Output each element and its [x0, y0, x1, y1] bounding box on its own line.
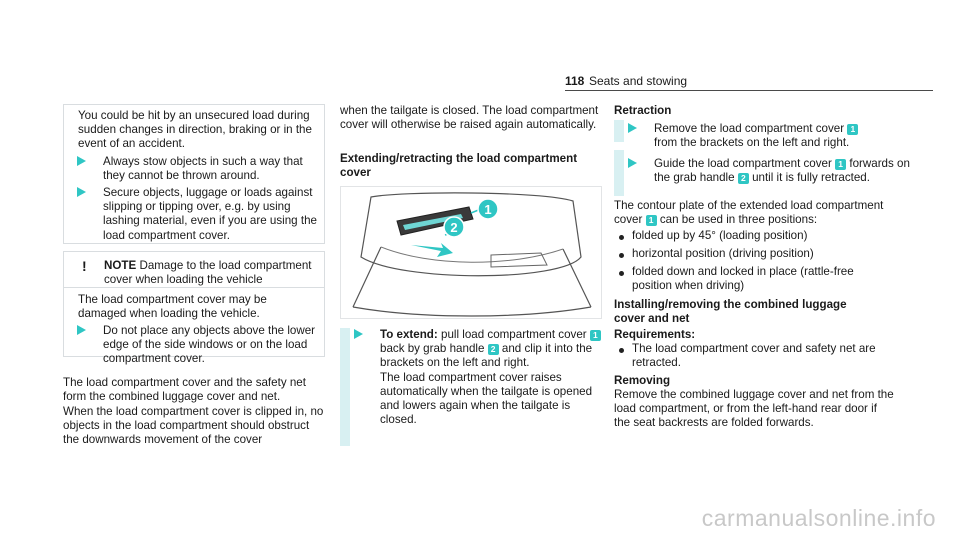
arrow-right-icon: [354, 329, 363, 339]
section-title: Seats and stowing: [589, 74, 688, 88]
requirements-heading: Requirements:: [614, 328, 696, 341]
retraction-step-2: Guide the load compartment cover 1 forwa…: [628, 157, 914, 185]
arrow-right-icon: [77, 156, 86, 166]
arrow-right-icon: [628, 158, 637, 168]
page-header: 118 Seats and stowing: [565, 72, 933, 91]
arrow-right-icon: [77, 325, 86, 335]
svg-text:2: 2: [450, 220, 457, 235]
illustration-svg: 1 2: [341, 187, 601, 318]
callout-2-badge: 2: [737, 173, 749, 185]
bullet-dot: [619, 271, 624, 276]
note-header: ! NOTE Damage to the load compartment co…: [64, 252, 324, 288]
clip-in-paragraph: When the load compartment cover is clipp…: [63, 405, 324, 447]
step-bar: [340, 328, 350, 446]
install-remove-heading: Installing/removing the combined luggage…: [614, 298, 847, 326]
callout-1-badge: 1: [645, 215, 657, 227]
step-bar: [614, 150, 624, 196]
retraction-step-1: Remove the load compartment cover 1 from…: [628, 122, 914, 150]
removing-heading: Removing: [614, 374, 671, 387]
callout-2: [443, 216, 465, 238]
position-item: horizontal position (driving position): [632, 247, 814, 260]
arrow-right-icon: [628, 123, 637, 133]
exclamation-icon: !: [82, 258, 87, 274]
position-item: folded down and locked in place (rattle-…: [632, 265, 854, 293]
load-compartment-illustration: 1 2: [340, 186, 602, 319]
requirement-item: The load compartment cover and safety ne…: [632, 342, 876, 370]
combined-cover-paragraph: The load compartment cover and the safet…: [63, 376, 306, 404]
extend-step-text: To extend: pull load compartment cover 1…: [354, 328, 602, 427]
bullet-dot: [619, 253, 624, 258]
warning-bullet: Secure objects, luggage or loads against…: [77, 186, 317, 243]
bullet-dot: [619, 348, 624, 353]
arrow-right-icon: [77, 187, 86, 197]
callout-1: [477, 198, 499, 220]
note-title: NOTE Damage to the load compartment cove…: [104, 259, 312, 287]
svg-text:1: 1: [484, 202, 491, 217]
retraction-heading: Retraction: [614, 104, 672, 117]
note-body: The load compartment cover may be damage…: [78, 293, 267, 321]
removing-paragraph: Remove the combined luggage cover and ne…: [614, 388, 894, 430]
page-number: 118: [565, 74, 585, 88]
callout-1-badge: 1: [847, 124, 859, 135]
warning-bullet: Always stow objects in such a way that t…: [77, 155, 317, 183]
callout-2-badge: 2: [487, 344, 499, 356]
callout-1-badge: 1: [589, 330, 601, 341]
tailgate-paragraph: when the tailgate is closed. The load co…: [340, 104, 599, 132]
warning-box: You could be hit by an unsecured load du…: [63, 104, 325, 244]
watermark: carmanualsonline.info: [701, 504, 936, 531]
extend-retract-heading: Extending/retracting the load compartmen…: [340, 152, 578, 180]
contour-paragraph: The contour plate of the extended load c…: [614, 199, 884, 227]
note-box: ! NOTE Damage to the load compartment co…: [63, 251, 325, 365]
callout-1-badge: 1: [835, 159, 847, 170]
step-bar: [614, 120, 624, 142]
position-item: folded up by 45° (loading position): [632, 229, 808, 242]
extend-step: To extend: pull load compartment cover 1…: [340, 328, 602, 446]
warning-intro: You could be hit by an unsecured load du…: [78, 109, 312, 151]
note-bullet: Do not place any objects above the lower…: [77, 324, 317, 367]
bullet-dot: [619, 235, 624, 240]
